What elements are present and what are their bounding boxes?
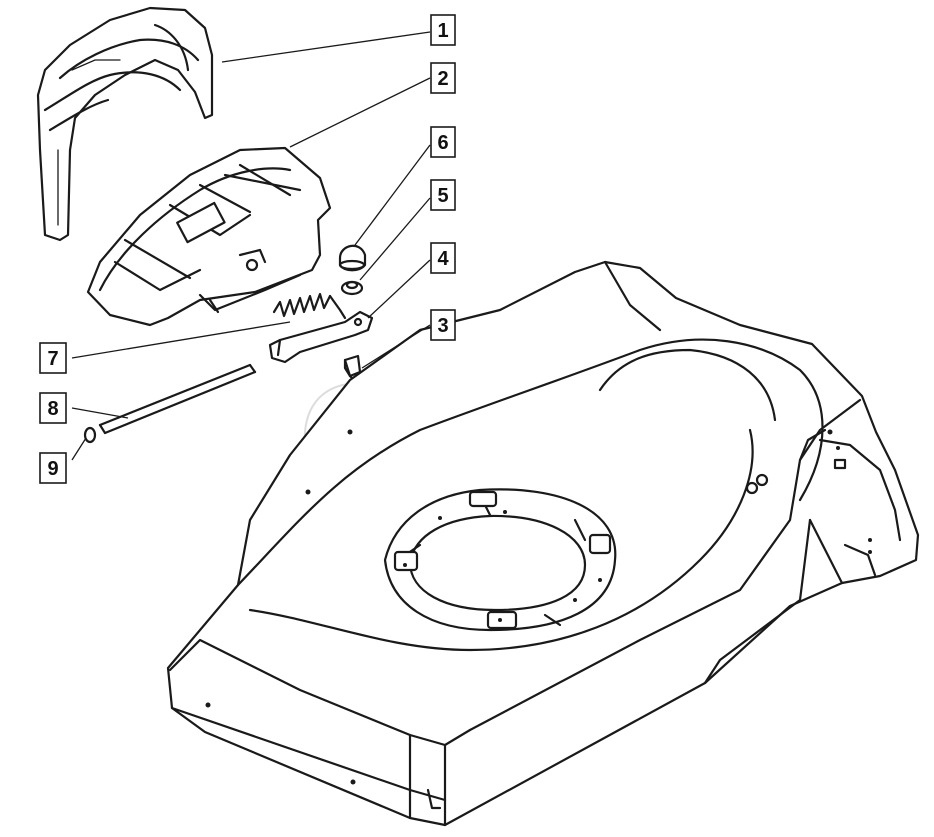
callout-7: 7 bbox=[39, 342, 67, 374]
callout-9: 9 bbox=[39, 452, 67, 484]
part-9-clip bbox=[83, 426, 97, 444]
mower-deck bbox=[166, 260, 920, 827]
part-7-spring bbox=[272, 292, 347, 320]
svg-text:5: 5 bbox=[437, 185, 448, 207]
part-2-cover-housing bbox=[86, 146, 332, 327]
deck-boss bbox=[393, 550, 419, 572]
svg-text:2: 2 bbox=[437, 68, 448, 90]
svg-text:3: 3 bbox=[437, 315, 448, 337]
callout-3: 3 bbox=[430, 309, 456, 341]
part-6-cap-nut bbox=[338, 244, 367, 272]
svg-text:8: 8 bbox=[47, 398, 58, 420]
part-8-rod bbox=[98, 363, 257, 435]
part-3-bolt bbox=[343, 354, 362, 380]
deck-boss bbox=[588, 533, 612, 555]
part-1-rear-flap bbox=[36, 6, 214, 242]
callout-1: 1 bbox=[430, 14, 456, 46]
callout-8: 8 bbox=[39, 392, 67, 424]
part-5-nut bbox=[340, 280, 364, 296]
svg-text:7: 7 bbox=[47, 348, 58, 370]
svg-text:1: 1 bbox=[437, 20, 448, 42]
callout-2: 2 bbox=[430, 62, 456, 94]
leader-lines bbox=[71, 31, 431, 461]
svg-text:9: 9 bbox=[47, 458, 58, 480]
deck-boss bbox=[468, 490, 498, 508]
callout-4: 4 bbox=[430, 242, 456, 274]
svg-text:4: 4 bbox=[437, 248, 449, 270]
callout-6: 6 bbox=[430, 126, 456, 158]
svg-text:6: 6 bbox=[437, 132, 448, 154]
cover-badge bbox=[176, 201, 226, 244]
callout-5: 5 bbox=[430, 179, 456, 211]
part-4-bracket bbox=[268, 310, 374, 364]
